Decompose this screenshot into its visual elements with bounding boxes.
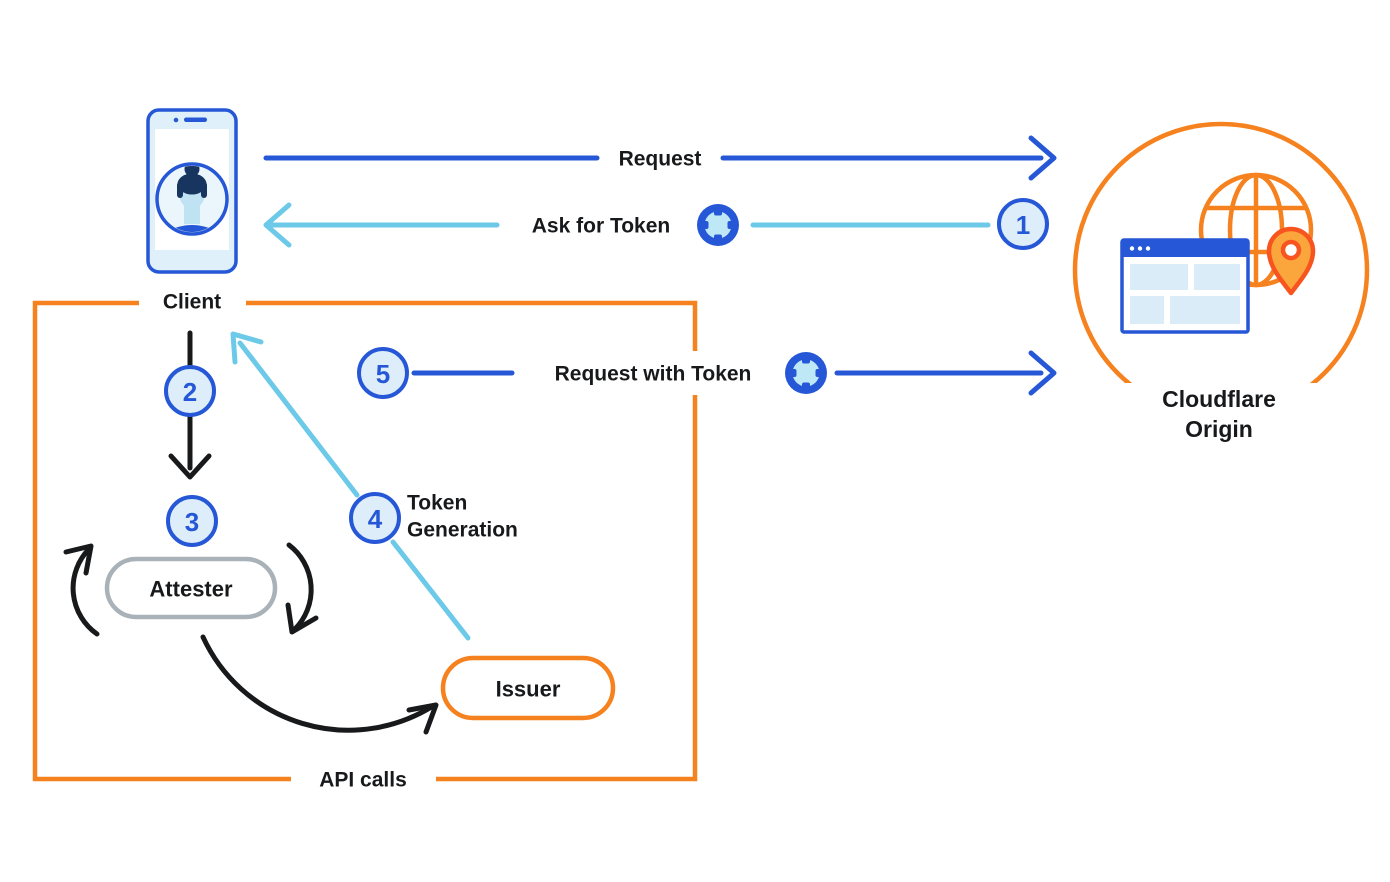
attester-cycle-arrows	[63, 542, 439, 735]
origin-label-line2: Origin	[1185, 416, 1253, 442]
token-generation-label-line2: Generation	[407, 519, 518, 542]
svg-text:4: 4	[368, 504, 383, 534]
arrowhead-down-icon	[168, 453, 212, 480]
step-badge-4: 4	[349, 492, 401, 544]
step-badge-1: 1	[997, 198, 1049, 250]
arrowhead-down-left-icon	[285, 602, 319, 635]
ask-for-token-label: Ask for Token	[532, 215, 670, 238]
request-label: Request	[619, 148, 702, 171]
step-badge-5: 5	[357, 347, 409, 399]
svg-text:3: 3	[185, 507, 199, 537]
location-pin-icon	[1266, 226, 1316, 296]
issuer-label: Issuer	[496, 677, 561, 702]
api-group-box	[32, 300, 698, 782]
token-icon	[785, 352, 827, 394]
request-arrow	[263, 135, 1057, 181]
token-icon	[697, 204, 739, 246]
browser-window-icon	[1120, 238, 1250, 334]
arrowhead-right-icon	[1028, 135, 1057, 181]
svg-text:5: 5	[376, 359, 390, 389]
request-with-token-arrow	[411, 350, 1057, 396]
token-generation-arrow	[230, 331, 471, 641]
attester-label: Attester	[149, 577, 233, 602]
attester-node: Attester	[104, 556, 278, 620]
ask-for-token-arrow	[263, 202, 991, 248]
step-badge-3: 3	[166, 495, 218, 547]
svg-text:1: 1	[1016, 210, 1030, 240]
origin-label-line1: Cloudflare	[1162, 386, 1276, 412]
issuer-node: Issuer	[440, 655, 616, 721]
svg-text:2: 2	[183, 377, 197, 407]
step-badge-2: 2	[164, 365, 216, 417]
phone-user-icon	[146, 108, 238, 274]
arrowhead-up-right-icon	[406, 702, 439, 735]
token-generation-label-line1: Token	[407, 492, 467, 515]
arrowhead-left-icon	[263, 202, 292, 248]
cloudflare-origin-node: Cloudflare Origin	[1072, 121, 1370, 450]
request-with-token-label: Request with Token	[555, 363, 752, 386]
api-calls-label: API calls	[319, 769, 407, 792]
arrowhead-right-icon	[1028, 350, 1057, 396]
client-label: Client	[163, 291, 221, 314]
arrowhead-up-left-icon	[230, 331, 264, 365]
user-avatar	[159, 166, 225, 232]
arrowhead-up-right-icon	[63, 543, 94, 576]
